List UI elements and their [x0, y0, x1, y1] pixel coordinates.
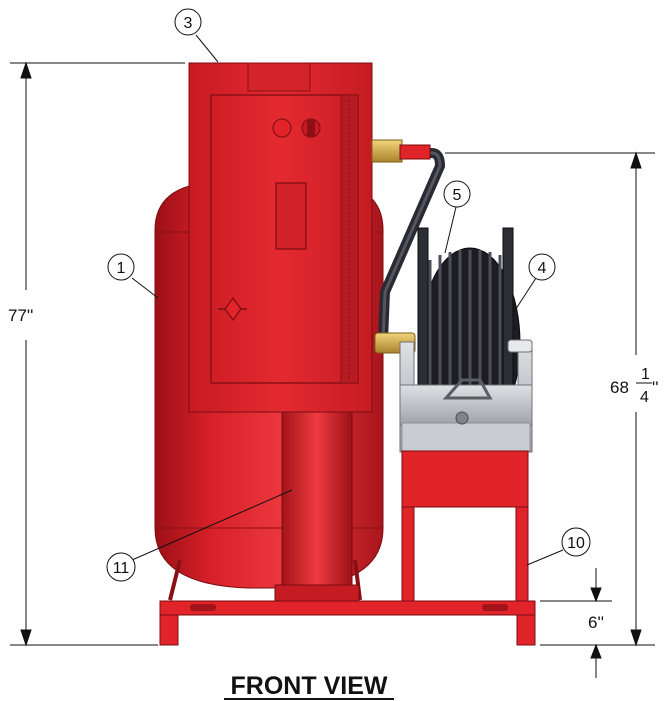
reel-stand [401, 450, 529, 602]
svg-text:4: 4 [538, 260, 547, 277]
callout-1: 1 [107, 253, 159, 299]
svg-text:5: 5 [453, 187, 462, 204]
dim-overall-height-label: 77'' [8, 306, 33, 325]
view-title: FRONT VIEW [231, 672, 388, 700]
dimension-overall-height [10, 61, 185, 647]
callout-11: 11 [106, 489, 293, 582]
hose-reel [399, 227, 533, 453]
svg-text:10: 10 [567, 535, 585, 552]
svg-text:3: 3 [184, 15, 193, 32]
door-latch [218, 296, 247, 322]
svg-text:1: 1 [117, 260, 126, 277]
callout-10: 10 [526, 527, 591, 566]
dim-reel-height-den: 4 [640, 389, 649, 406]
svg-text:11: 11 [113, 560, 130, 577]
dim-reel-height-whole: 68 [610, 378, 629, 397]
dim-reel-height-unit: '' [652, 378, 659, 397]
dim-clearance-label: 6'' [588, 613, 604, 632]
display-window [275, 182, 307, 250]
base-skid [159, 600, 536, 646]
indicator-light-left [272, 118, 292, 138]
hose-line [371, 139, 446, 354]
control-cabinet [188, 62, 373, 413]
dim-reel-height-num: 1 [641, 366, 650, 383]
dimension-reel-height [445, 151, 655, 647]
dimension-clearance [540, 568, 612, 678]
callout-5: 5 [443, 180, 471, 254]
callout-4: 4 [511, 253, 556, 316]
upper-fitting [371, 139, 403, 163]
callout-3: 3 [174, 8, 219, 63]
center-column [274, 379, 360, 602]
